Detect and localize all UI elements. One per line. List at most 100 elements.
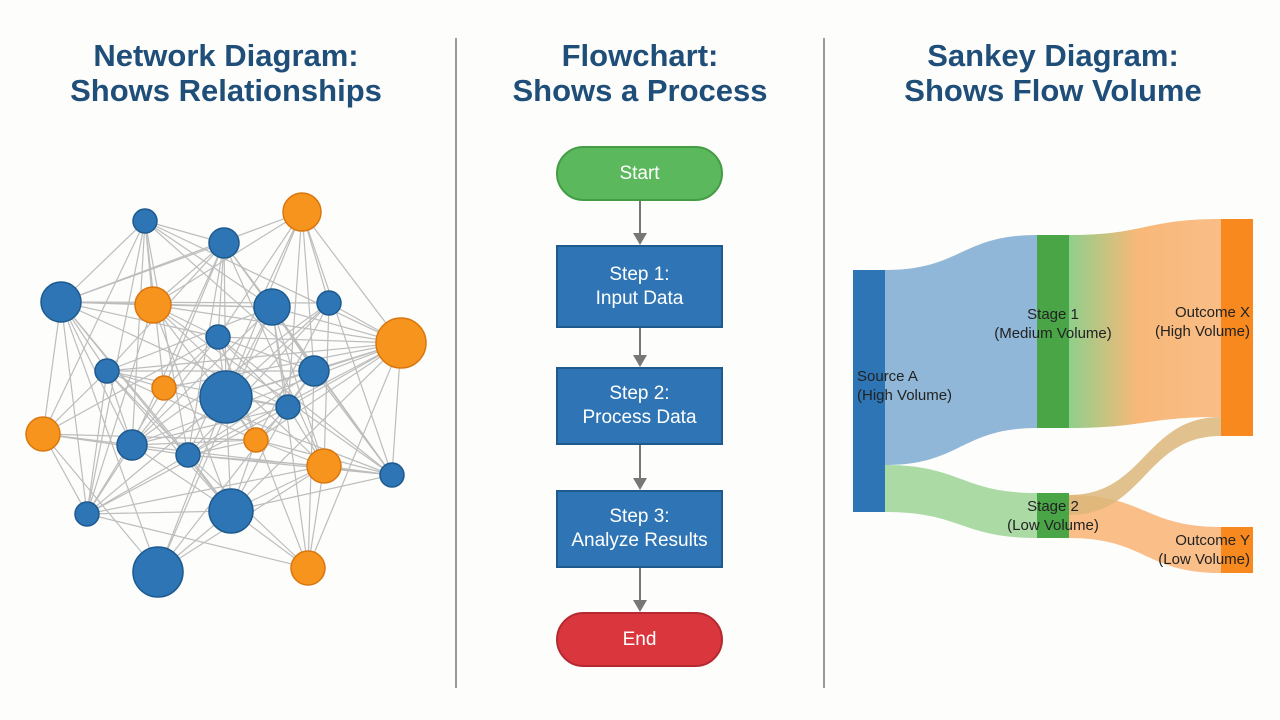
label-line: Outcome X [1174, 304, 1250, 321]
label-outcome-x: Outcome X (High Volume) [1155, 303, 1250, 341]
network-node [132, 546, 184, 598]
network-edge [313, 370, 393, 476]
network-edge [131, 439, 257, 446]
network-node [282, 192, 322, 232]
network-edge [60, 301, 219, 338]
network-edge [42, 433, 189, 456]
divider-left [455, 38, 457, 688]
flow-arrow [633, 568, 647, 612]
network-node [208, 488, 254, 534]
network-edge [131, 406, 289, 446]
network-edge [217, 336, 315, 372]
network-node [208, 227, 240, 259]
network-edge [144, 220, 273, 308]
network-edge [152, 304, 393, 476]
title-line: Shows Flow Volume [904, 73, 1202, 108]
flow-source-a-to-stage-1 [885, 235, 1037, 465]
step-label: Step 1: [609, 263, 670, 285]
network-edge [131, 444, 393, 476]
network-edge [152, 211, 303, 306]
node-stage-1 [1037, 235, 1069, 428]
divider-right [823, 38, 825, 688]
flow-arrow [633, 445, 647, 490]
network-edge [60, 301, 232, 512]
sankey-title: Sankey Diagram: Shows Flow Volume [843, 38, 1263, 108]
flowchart-title: Flowchart: Shows a Process [430, 38, 850, 108]
network-edge [255, 342, 402, 441]
network-edge [157, 306, 273, 573]
network-edge [60, 211, 303, 303]
network-node [134, 286, 172, 324]
label-source-a: Source A (High Volume) [857, 367, 952, 405]
network-edge [187, 302, 330, 456]
start-node: Start [556, 146, 723, 201]
label-stage-1: Stage 1 (Medium Volume) [986, 305, 1120, 343]
flow-stage-2-to-outcome-y [1069, 495, 1221, 573]
label-line: Source A [857, 368, 918, 385]
network-edge [271, 306, 309, 569]
network-node [275, 394, 301, 420]
network-edge [131, 306, 273, 446]
network-node [205, 324, 231, 350]
network-edge [106, 342, 402, 372]
label-line: Stage 1 [1027, 306, 1079, 323]
title-line: Shows Relationships [70, 73, 382, 108]
network-edge [42, 220, 146, 435]
network-node [253, 288, 291, 326]
network-edge [152, 304, 232, 512]
network-edge [86, 465, 325, 515]
flow-source-a-to-stage-2 [885, 465, 1037, 538]
network-edge [131, 342, 402, 446]
network-edge [42, 433, 257, 441]
network-edge [217, 336, 402, 344]
network-node [74, 501, 100, 527]
label-line: (Low Volume) [1158, 551, 1250, 568]
end-node: End [556, 612, 723, 667]
network-edge [217, 336, 393, 476]
step-2-node: Step 2: Process Data [556, 367, 723, 445]
title-line: Shows a Process [512, 73, 768, 108]
network-edge [86, 396, 227, 515]
step-label: Process Data [582, 407, 697, 428]
title-line: Sankey Diagram: [927, 38, 1179, 73]
step-label: Step 2: [609, 383, 670, 404]
network-node [25, 416, 61, 452]
label-line: (High Volume) [1154, 323, 1250, 340]
network-node [40, 281, 82, 323]
network-node [379, 462, 405, 488]
network-edge [42, 433, 159, 573]
network-edge [152, 304, 273, 308]
network-edge [106, 370, 232, 512]
network-edge [106, 370, 289, 408]
network-node [116, 429, 148, 461]
network-edge [106, 370, 257, 441]
network-edge [86, 510, 232, 515]
step-label: Input Data [595, 287, 684, 309]
network-title: Network Diagram: Shows Relationships [16, 38, 436, 108]
network-node [132, 208, 158, 234]
network-node [151, 375, 177, 401]
network-edge [301, 211, 393, 476]
network-node [199, 370, 253, 424]
node-outcome-y [1221, 527, 1253, 573]
network-edge [230, 474, 393, 512]
network-node [375, 317, 427, 369]
network-edge [144, 220, 315, 372]
network-edge [86, 513, 309, 569]
flow-stage-1-to-outcome-x [1069, 219, 1221, 428]
network-edge [217, 211, 303, 338]
flow-arrow [633, 328, 647, 367]
network-edge [131, 220, 146, 446]
network-edge [301, 211, 402, 344]
network-edge [217, 336, 289, 408]
network-edge [144, 220, 189, 456]
network-edge [323, 302, 330, 467]
step-1-node: Step 1:Input Data [556, 245, 723, 328]
network-edge [301, 211, 315, 372]
flow-stage-2-to-outcome-x [1069, 417, 1221, 515]
label-line: (High Volume) [857, 387, 953, 404]
label-line: Outcome Y [1175, 532, 1250, 549]
label-line: (Medium Volume) [994, 325, 1112, 342]
